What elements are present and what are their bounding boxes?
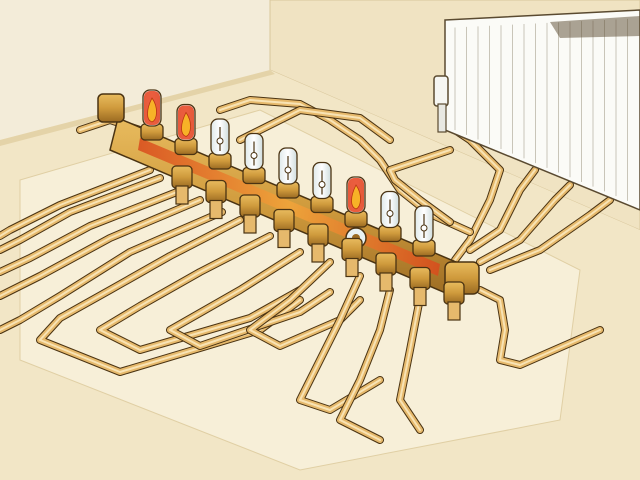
outlet-nut [341, 237, 363, 262]
pipe-highlight [0, 169, 151, 237]
valve-body [437, 103, 447, 133]
outlet-pipe [447, 301, 461, 321]
flow-meter-float [250, 152, 258, 159]
radiator-grille [550, 16, 640, 38]
outlet-pipe [243, 214, 257, 234]
pipe-highlight [389, 149, 451, 223]
outlet-pipe [277, 228, 291, 249]
pipe-highlight [0, 211, 223, 331]
radiator [433, 9, 640, 211]
manifold-outlets [171, 165, 465, 321]
outlet-pipe [311, 243, 325, 263]
flow-meter-float [318, 181, 326, 188]
pipe-highlight [399, 297, 421, 431]
radiator-fins [454, 18, 628, 201]
floor-edge [0, 70, 275, 146]
outlet-nut [239, 194, 261, 218]
outlet-pipe [209, 199, 223, 220]
flame-icon [147, 97, 157, 123]
flow-meter-float [284, 166, 292, 174]
flow-meter-float [386, 210, 394, 217]
manifold [97, 89, 480, 321]
outlet-pipe [413, 286, 427, 307]
pipe-highlight [0, 177, 161, 251]
flow-meters [140, 89, 436, 257]
pipe-highlight [99, 235, 301, 351]
outlet-nut [273, 208, 295, 233]
floor-pipe-loops [0, 96, 614, 444]
flow-meter-float [420, 224, 428, 232]
outlet-nut [443, 281, 465, 305]
pipe-highlight [479, 184, 571, 263]
pipe-highlight [489, 199, 611, 271]
pipe-highlight [239, 109, 391, 141]
pipe-highlight [339, 289, 391, 441]
flow-meter-float [216, 137, 224, 145]
outlet-nut [307, 223, 329, 247]
pipe-highlight [169, 251, 331, 347]
outlet-nut [409, 266, 431, 291]
outlet-nut [375, 252, 397, 276]
outlet-nut [171, 165, 193, 189]
pipe-highlight [469, 169, 536, 251]
pipe-highlight [299, 275, 381, 411]
flame-icon [351, 184, 361, 210]
valve-icon [433, 75, 449, 107]
flame-icon [181, 111, 191, 137]
pipe-highlight [0, 189, 183, 273]
left-end-cap [97, 93, 125, 123]
outlet-nut [205, 179, 227, 204]
outlet-pipe [345, 257, 359, 278]
outlet-pipe [175, 185, 189, 205]
outlet-pipe [379, 272, 393, 292]
pipe-highlight [0, 199, 201, 297]
pipe-highlight [479, 289, 601, 366]
